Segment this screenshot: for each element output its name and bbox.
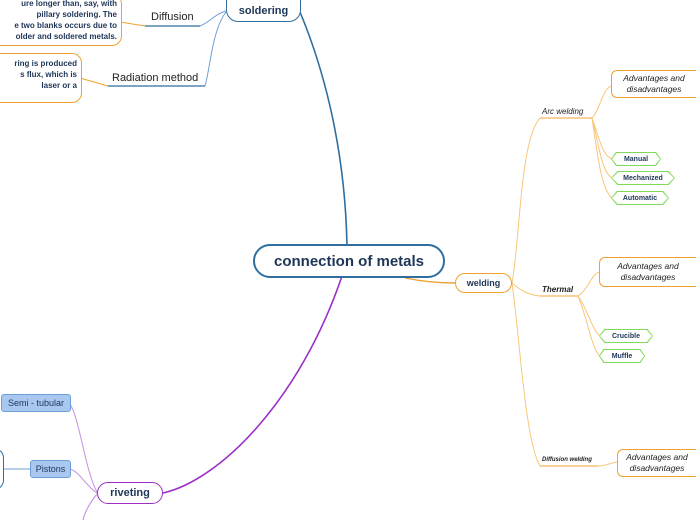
connector-riveting-down [82, 493, 98, 520]
diffusion-text-line: older and soldered metals. [15, 32, 117, 41]
automatic-node[interactable]: Automatic [612, 192, 668, 204]
diffusion-text-line: e two blanks occurs due to [14, 21, 117, 30]
connector-central-riveting [162, 275, 343, 494]
diffusion-welding-label[interactable]: Diffusion welding [542, 457, 592, 463]
central-topic[interactable]: connection of metals [253, 244, 445, 278]
connector-central-soldering [299, 11, 348, 247]
connector-thermal-crucible [577, 295, 601, 337]
thermal-note[interactable]: Advantages and disadvantages [599, 257, 696, 287]
pistons-node[interactable]: Pistons [30, 460, 71, 478]
diffusion-label[interactable]: Diffusion [151, 11, 194, 23]
connector-arc-manual [591, 117, 613, 160]
crucible-node[interactable]: Crucible [600, 330, 652, 342]
connector-central-welding [404, 277, 456, 284]
connector-soldering-radiation [204, 11, 227, 87]
muffle-node[interactable]: Muffle [600, 350, 644, 362]
arc-welding-label[interactable]: Arc welding [542, 107, 584, 116]
riveting-node[interactable]: riveting [97, 482, 163, 504]
soldering-node[interactable]: soldering [226, 0, 301, 22]
radiation-text-box[interactable]: ring is produced s flux, which is laser … [0, 53, 82, 103]
manual-node[interactable]: Manual [612, 153, 660, 165]
connector-soldering-diffusion [199, 10, 227, 27]
connector-diffusion-note [597, 461, 618, 467]
diffusion-text-line: pillary soldering. The [36, 10, 117, 19]
arc-welding-note[interactable]: Advantages and disadvantages [611, 70, 696, 98]
radiation-method-label[interactable]: Radiation method [112, 72, 199, 84]
radiation-text-line: s flux, which is [20, 70, 77, 79]
connector-arc-note [591, 85, 612, 119]
connector-thermal-muffle [577, 295, 601, 357]
connector-thermal-note [577, 271, 600, 297]
welding-node[interactable]: welding [455, 273, 512, 293]
connector-arc-automatic [591, 117, 613, 199]
mechanized-node[interactable]: Mechanized [612, 172, 674, 184]
connector-welding-arc [511, 117, 541, 284]
connector-arc-mechanized [591, 117, 613, 179]
semi-tubular-node[interactable]: Semi - tubular [1, 394, 71, 412]
diffusion-text-box[interactable]: ure longer than, say, with pillary solde… [0, 0, 122, 46]
connector-welding-thermal [511, 282, 541, 297]
connector-riveting-pistons [69, 468, 98, 494]
radiation-text-line: laser or a [41, 81, 77, 90]
radiation-text-line: ring is produced [14, 59, 77, 68]
diffusion-text-line: ure longer than, say, with [21, 0, 117, 8]
connector-welding-diffusion [511, 282, 541, 467]
diffusion-welding-note[interactable]: Advantages and disadvantages [617, 449, 696, 477]
thermal-label[interactable]: Thermal [542, 285, 574, 294]
connector-diffusion-text [119, 21, 146, 27]
connector-radiation-text [79, 77, 109, 87]
connector-riveting-semitubular [69, 403, 98, 493]
